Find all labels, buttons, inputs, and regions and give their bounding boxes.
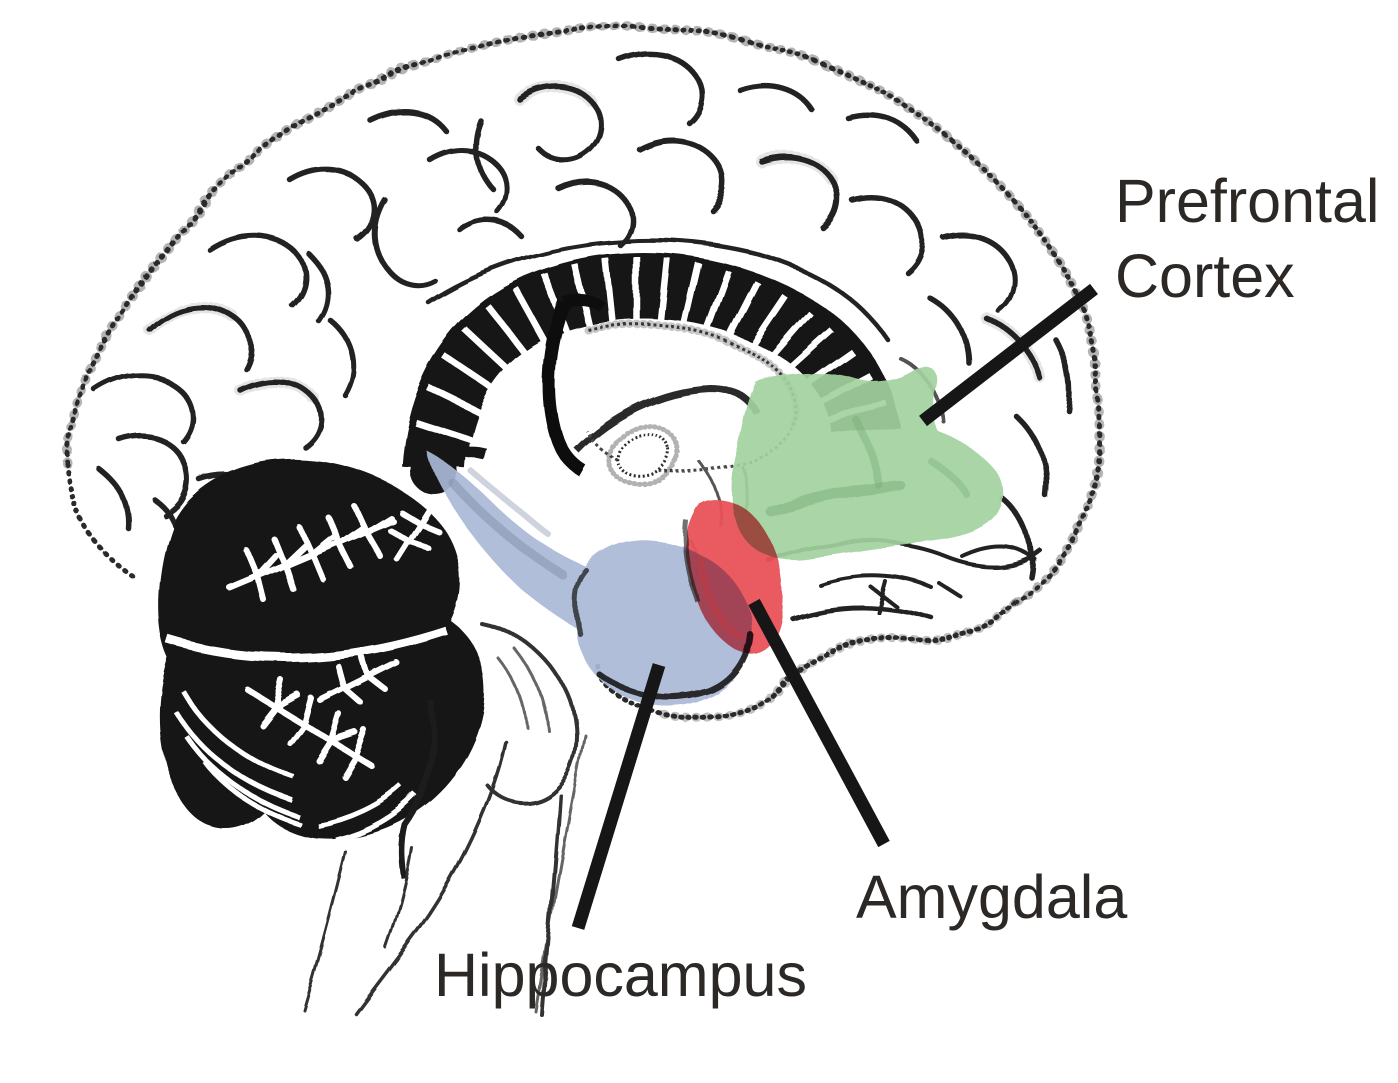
leader-line-hippocampus <box>571 663 666 930</box>
leader-lines <box>571 283 1098 930</box>
cerebellum <box>158 459 485 879</box>
label-prefrontal-cortex: Prefrontal Cortex <box>1115 167 1380 310</box>
brainstem <box>302 620 587 1017</box>
hippocampus-shade2 <box>467 467 551 537</box>
prefrontal-shade <box>766 480 906 518</box>
label-hippocampus: Hippocampus <box>434 941 807 1009</box>
leader-line-amygdala <box>748 598 890 848</box>
leader-line-prefrontal-cortex <box>919 283 1098 427</box>
prefrontal-shade3 <box>928 458 970 498</box>
ink-layer <box>61 20 1104 1017</box>
region-prefrontal-cortex <box>731 367 1004 560</box>
label-amygdala: Amygdala <box>856 863 1128 931</box>
amygdala-shade <box>696 556 744 641</box>
cerebrum-outline <box>61 20 1104 723</box>
region-hippocampus <box>428 452 752 707</box>
hippocampus-shade <box>447 477 567 579</box>
prefrontal-shade2 <box>852 416 882 488</box>
highlight-regions <box>428 367 1004 707</box>
